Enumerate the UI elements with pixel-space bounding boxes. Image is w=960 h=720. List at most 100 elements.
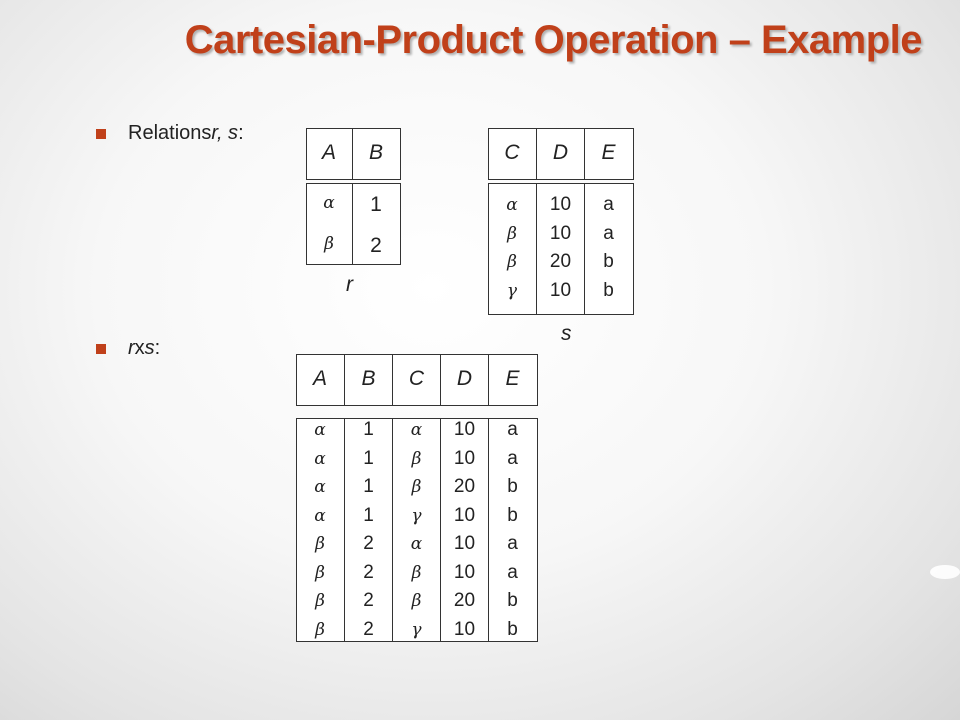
relation-rxs-header-e: E xyxy=(505,367,520,390)
relation-rxs-cell: 20 xyxy=(453,590,476,611)
relation-s-header-d: D xyxy=(552,141,569,164)
relation-rxs-cell: a xyxy=(507,561,518,583)
relation-rxs-cell: a xyxy=(507,419,518,440)
relation-rxs-cell: α xyxy=(410,534,423,554)
relation-rxs-cell: α xyxy=(314,477,326,497)
relation-rxs-col-c: α β β γ α β β γ xyxy=(393,416,440,644)
relation-r-cell: 2 xyxy=(370,234,382,257)
relation-rxs-cell: β xyxy=(411,448,422,469)
relation-rxs-cell: β xyxy=(411,562,422,583)
relation-s-header-box xyxy=(488,128,634,180)
relation-s-col-e: a a b b xyxy=(585,191,632,305)
relation-rxs-cell: 20 xyxy=(453,476,476,497)
relations-suffix: : xyxy=(238,122,244,144)
bullet-square-icon xyxy=(96,128,106,139)
relation-s-header-c: C xyxy=(504,141,520,164)
relation-rxs-cell: a xyxy=(507,447,518,469)
product-suffix: : xyxy=(154,337,161,359)
divider xyxy=(352,128,353,180)
divider xyxy=(488,354,489,406)
relation-s-cell: β xyxy=(507,252,517,272)
relation-s-col-c: α β β γ xyxy=(488,191,536,305)
divider xyxy=(344,418,345,642)
relation-s-cell: α xyxy=(506,195,518,215)
relation-rxs-cell: β xyxy=(315,562,325,583)
relation-rxs-cell: γ xyxy=(411,619,422,640)
relation-rxs-cell: β xyxy=(411,477,422,497)
relation-rxs-cell: 10 xyxy=(453,561,476,583)
relation-s-cell: b xyxy=(603,279,614,301)
divider xyxy=(488,418,489,642)
divider xyxy=(440,418,441,642)
relation-rxs-cell: 10 xyxy=(453,447,476,469)
relation-rxs-cell: 10 xyxy=(453,618,476,640)
relation-r-header-a: A xyxy=(321,141,336,164)
bullet-product: r x s: xyxy=(96,337,160,360)
relation-r-header-box xyxy=(306,128,401,180)
divider xyxy=(536,183,537,315)
relation-s-cell: a xyxy=(603,222,614,244)
divider xyxy=(352,183,353,265)
relation-rxs-cell: β xyxy=(315,619,325,640)
relation-rxs-cell: 1 xyxy=(363,419,374,440)
relation-rxs-cell: 10 xyxy=(453,504,476,526)
decorative-highlight xyxy=(930,565,960,579)
relation-s-cell: 10 xyxy=(549,279,572,301)
relation-rxs-col-e: a a b b a a b b xyxy=(489,416,536,644)
relation-s-cell: b xyxy=(603,251,614,272)
relation-rxs-cell: b xyxy=(507,476,518,497)
relation-s-cell: γ xyxy=(506,280,518,301)
relation-s-cell: 20 xyxy=(549,251,572,272)
relation-r-label: r xyxy=(346,273,353,296)
relations-prefix: Relations xyxy=(128,122,212,144)
relation-rxs-cell: 2 xyxy=(363,561,374,583)
divider xyxy=(392,354,393,406)
relation-rxs-header-box xyxy=(296,354,538,406)
relation-rxs-cell: β xyxy=(315,591,325,611)
product-var-s: s xyxy=(144,337,155,359)
bullet-relations: Relations r, s: xyxy=(96,122,244,145)
divider xyxy=(344,354,345,406)
divider xyxy=(392,418,393,642)
relation-rxs-cell: b xyxy=(507,590,518,611)
relation-rxs-cell: α xyxy=(410,420,423,440)
relation-rxs-cell: β xyxy=(315,534,325,554)
relation-rxs-header-c: C xyxy=(408,367,425,390)
divider xyxy=(584,128,585,180)
product-var-r: r xyxy=(128,337,135,359)
slide-title: Cartesian-Product Operation – Example xyxy=(184,18,923,62)
relation-rxs-cell: 10 xyxy=(453,533,476,554)
relation-r-cell: α xyxy=(323,193,335,213)
relation-rxs-col-b: 1 1 1 1 2 2 2 2 xyxy=(345,416,392,644)
relation-s-body-box xyxy=(488,183,634,315)
relation-r-cell: β xyxy=(324,234,334,254)
relation-rxs-header-b: B xyxy=(361,367,376,390)
relation-rxs-cell: 1 xyxy=(363,504,374,526)
relation-rxs-cell: γ xyxy=(411,505,422,526)
relation-r-body-box xyxy=(306,183,401,265)
product-x: x xyxy=(134,337,145,359)
relation-rxs-cell: b xyxy=(507,618,518,640)
relation-rxs-cell: α xyxy=(314,420,326,440)
divider xyxy=(536,128,537,180)
relation-rxs-cell: 10 xyxy=(453,419,476,440)
relation-rxs-cell: α xyxy=(314,505,326,526)
relation-rxs-cell: α xyxy=(314,448,326,469)
divider xyxy=(584,183,585,315)
relation-s-label: s xyxy=(561,322,572,345)
relation-rxs-header-d: D xyxy=(456,367,473,390)
relation-s-cell: 10 xyxy=(549,194,572,215)
relation-s-cell: 10 xyxy=(549,222,572,244)
relation-rxs-col-d: 10 10 20 10 10 10 20 10 xyxy=(441,416,488,644)
relation-s-col-d: 10 10 20 10 xyxy=(537,191,584,305)
relations-vars: r, s xyxy=(211,122,239,144)
relation-rxs-cell: 1 xyxy=(363,476,374,497)
relation-rxs-cell: 2 xyxy=(363,590,374,611)
relation-rxs-cell: β xyxy=(411,591,422,611)
relation-rxs-cell: 1 xyxy=(363,447,374,469)
relation-r-header-b: B xyxy=(368,141,383,164)
relation-s-cell: β xyxy=(507,223,517,244)
relation-rxs-cell: 2 xyxy=(363,533,374,554)
relation-rxs-cell: b xyxy=(507,504,518,526)
relation-s-header-e: E xyxy=(601,141,616,164)
